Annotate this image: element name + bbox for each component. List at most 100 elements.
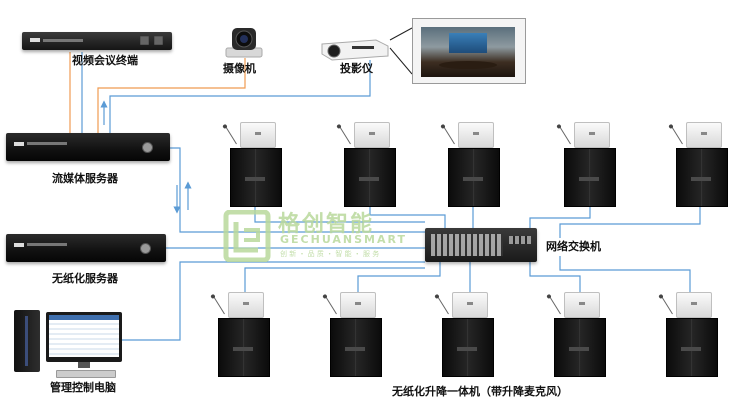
terminal-bottom-5 — [660, 282, 724, 378]
video-terminal-label: 视频会议终端 — [72, 54, 138, 67]
cabinet-badge — [457, 347, 477, 351]
terminal-cabinet — [564, 148, 616, 207]
terminal-cabinet — [344, 148, 396, 207]
microphone-icon — [225, 126, 237, 145]
terminal-bottom-3 — [436, 282, 500, 378]
watermark-brand-en: GECHUANSMART — [280, 233, 407, 246]
terminal-cabinet — [448, 148, 500, 207]
network-switch-device — [425, 228, 537, 262]
projector-label: 投影仪 — [340, 62, 373, 75]
device-brand-strip — [43, 39, 83, 42]
cabinet-badge — [579, 177, 599, 181]
screen-logo — [701, 132, 707, 135]
pc-monitor — [46, 312, 122, 362]
lift-screen — [574, 122, 610, 148]
pc-tower-stripe — [25, 316, 28, 366]
terminal-bottom-2 — [324, 282, 388, 378]
pc-keyboard — [56, 370, 116, 378]
screen-logo — [255, 132, 261, 135]
switch-ports — [431, 234, 503, 256]
microphone-icon — [339, 126, 351, 145]
power-button — [142, 142, 153, 153]
projection-screen — [412, 18, 526, 84]
line-top-4 — [529, 207, 591, 228]
device-logo — [14, 243, 24, 247]
screen-logo — [589, 132, 595, 135]
pc-tower — [14, 310, 40, 372]
screen-logo — [243, 302, 249, 305]
screen-logo — [467, 302, 473, 305]
terminal-cabinet — [676, 148, 728, 207]
screen-logo — [369, 132, 375, 135]
device-logo — [30, 38, 40, 42]
microphone-icon — [559, 126, 571, 145]
lift-screen — [564, 292, 600, 318]
screen-inner-display — [449, 33, 487, 53]
screen-logo — [473, 132, 479, 135]
microphone-icon — [549, 296, 561, 315]
terminal-cabinet — [230, 148, 282, 207]
screen-image — [421, 27, 515, 77]
watermark-brand-cn: 格创智能 — [278, 212, 375, 237]
terminal-group-label: 无纸化升降一体机（带升降麦克风） — [392, 385, 568, 398]
terminal-bottom-4 — [548, 282, 612, 378]
lift-screen — [354, 122, 390, 148]
terminal-top-5 — [670, 112, 734, 208]
paperless-server-device — [6, 234, 166, 262]
streaming-server-device — [6, 133, 170, 161]
screen-logo — [355, 302, 361, 305]
switch-uplink-ports — [509, 236, 531, 244]
projector-device — [321, 39, 389, 61]
network-switch-label: 网络交换机 — [546, 240, 601, 253]
line-top-5 — [559, 207, 701, 238]
terminal-top-4 — [558, 112, 622, 208]
lift-screen — [686, 122, 722, 148]
video-terminal-device — [22, 32, 172, 50]
line-projector-to-stream — [109, 60, 371, 133]
cabinet-badge — [463, 177, 483, 181]
cabinet-badge — [359, 177, 379, 181]
device-port — [140, 36, 149, 45]
watermark-slogan: 创 新 ・ 品 质 ・ 智 能 ・ 服 务 — [280, 250, 380, 258]
line-bot-4 — [529, 262, 581, 305]
line-projector-screen — [389, 27, 413, 75]
terminal-bottom-1 — [212, 282, 276, 378]
line-camera-to-stream — [97, 58, 246, 133]
camera-device — [225, 28, 263, 58]
line-top-2 — [369, 207, 446, 228]
microphone-icon — [325, 296, 337, 315]
device-port — [154, 36, 163, 45]
screen-table — [439, 61, 497, 69]
device-brand-strip — [27, 142, 67, 145]
power-button — [140, 243, 151, 254]
terminal-top-1 — [224, 112, 288, 208]
line-bot-2 — [357, 262, 441, 305]
microphone-icon — [213, 296, 225, 315]
lift-screen — [240, 122, 276, 148]
line-pc-to-switch — [122, 261, 425, 341]
cabinet-badge — [681, 347, 701, 351]
terminal-cabinet — [554, 318, 606, 377]
terminal-cabinet — [218, 318, 270, 377]
pc-monitor-toolbar — [49, 315, 119, 320]
line-bot-5 — [559, 256, 691, 305]
cabinet-badge — [691, 177, 711, 181]
microphone-icon — [671, 126, 683, 145]
microphone-icon — [661, 296, 673, 315]
terminal-cabinet — [330, 318, 382, 377]
watermark: 格创智能 GECHUANSMART 创 新 ・ 品 质 ・ 智 能 ・ 服 务 — [222, 206, 444, 266]
screen-logo — [691, 302, 697, 305]
terminal-top-2 — [338, 112, 402, 208]
lift-screen — [452, 292, 488, 318]
cabinet-badge — [245, 177, 265, 181]
terminal-cabinet — [666, 318, 718, 377]
lift-screen — [340, 292, 376, 318]
paperless-server-label: 无纸化服务器 — [52, 272, 118, 285]
device-logo — [14, 142, 24, 146]
management-pc — [12, 308, 124, 378]
management-pc-label: 管理控制电脑 — [50, 381, 116, 394]
microphone-icon — [437, 296, 449, 315]
terminal-top-3 — [442, 112, 506, 208]
lift-screen — [458, 122, 494, 148]
